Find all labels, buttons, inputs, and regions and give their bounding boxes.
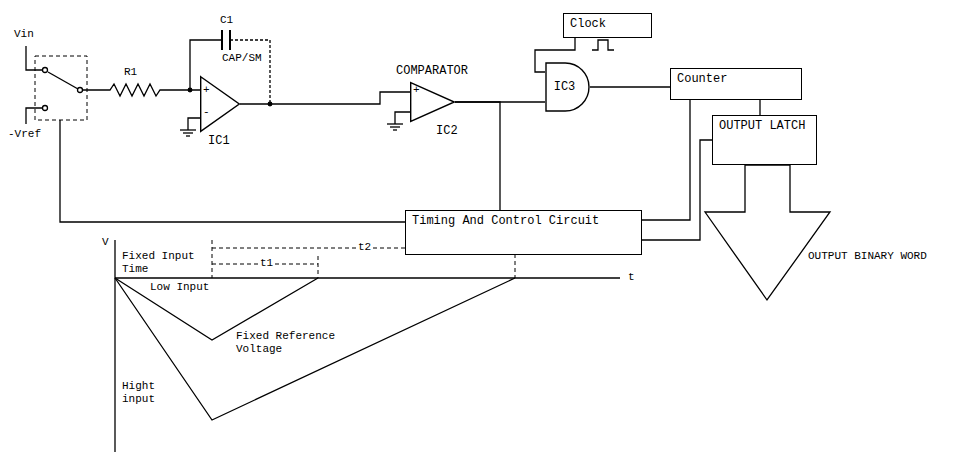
ground-symbol — [186, 135, 190, 136]
timing-graph — [115, 277, 620, 278]
ground-symbol — [188, 118, 200, 130]
and-gate: IC3 — [545, 62, 590, 112]
clock-pulse — [592, 40, 614, 50]
triangle-outline — [411, 83, 455, 122]
ground-symbol — [183, 132, 193, 133]
diagram-label: CAP/SM — [222, 52, 262, 65]
diagram-label: + — [203, 84, 210, 97]
ground-symbol — [395, 112, 410, 124]
input-switch — [78, 88, 83, 93]
block-label: IC2 — [436, 124, 458, 138]
block-label: Timing And Control Circuit — [412, 214, 635, 229]
input-switch — [43, 106, 48, 111]
input-switch — [48, 72, 78, 89]
resistor-symbol — [83, 84, 200, 96]
diagram-label: Fixed Input Time — [122, 250, 207, 275]
block-box: Counter — [670, 68, 802, 100]
signal-wire — [759, 100, 760, 115]
resistor-symbol — [83, 84, 200, 96]
signal-wire — [642, 100, 690, 220]
diagram-label: R1 — [124, 66, 137, 79]
diagram-label: t2 — [356, 241, 373, 254]
diagram-label: Vin — [14, 28, 34, 41]
timing-graph — [114, 240, 115, 452]
diagram-label: Hight input — [122, 380, 167, 405]
block-label: Counter — [677, 72, 795, 87]
ground-symbol — [393, 129, 397, 130]
block-label: Clock — [570, 17, 645, 32]
block-label: OUTPUT LATCH — [719, 119, 810, 134]
diagram-label: - — [203, 106, 210, 119]
input-switch — [35, 56, 87, 120]
capacitor-symbol — [221, 30, 223, 50]
timing-graph — [318, 256, 319, 278]
gate-outline — [546, 63, 589, 111]
diagram-label: -Vref — [8, 128, 41, 141]
switch-control-wire — [60, 120, 405, 222]
input-switch — [26, 46, 87, 124]
block-label: IC1 — [208, 134, 230, 148]
diagram-label: OUTPUT BINARY WORD — [808, 250, 927, 263]
capacitor-symbol — [188, 88, 192, 92]
signal-wire — [240, 92, 410, 104]
block-box: Clock — [563, 13, 652, 38]
ground-symbol — [390, 126, 400, 127]
signal-wire — [455, 102, 500, 210]
timing-graph — [115, 240, 620, 452]
triangle-outline — [201, 77, 240, 132]
block-label: COMPARATOR — [396, 64, 468, 78]
input-switch — [43, 68, 48, 73]
capacitor-symbol — [230, 40, 270, 104]
ground-symbol — [180, 129, 196, 130]
diagram-label: t — [628, 271, 635, 284]
diagram-label: + — [413, 84, 420, 97]
diagram-label: Fixed Reference Voltage — [236, 330, 340, 355]
timing-graph — [212, 240, 213, 278]
output-arrow — [705, 165, 830, 300]
signal-wire — [642, 140, 712, 240]
ground-symbol — [387, 123, 403, 124]
diagram-label: C1 — [220, 14, 233, 27]
output-arrow — [705, 165, 830, 300]
diagram-label: t1 — [258, 257, 275, 270]
switch-control-wire — [60, 120, 405, 222]
signal-wire — [590, 86, 670, 87]
block-box: Timing And Control Circuit — [405, 210, 642, 255]
block-box: OUTPUT LATCH — [712, 115, 817, 165]
input-switch — [26, 108, 42, 124]
diagram-label: Low Input — [150, 281, 209, 294]
block-label: IC3 — [554, 80, 576, 94]
diagram-label: V — [102, 236, 109, 249]
timing-graph — [115, 278, 515, 420]
clock-pulse — [592, 40, 614, 50]
input-switch — [26, 46, 42, 70]
